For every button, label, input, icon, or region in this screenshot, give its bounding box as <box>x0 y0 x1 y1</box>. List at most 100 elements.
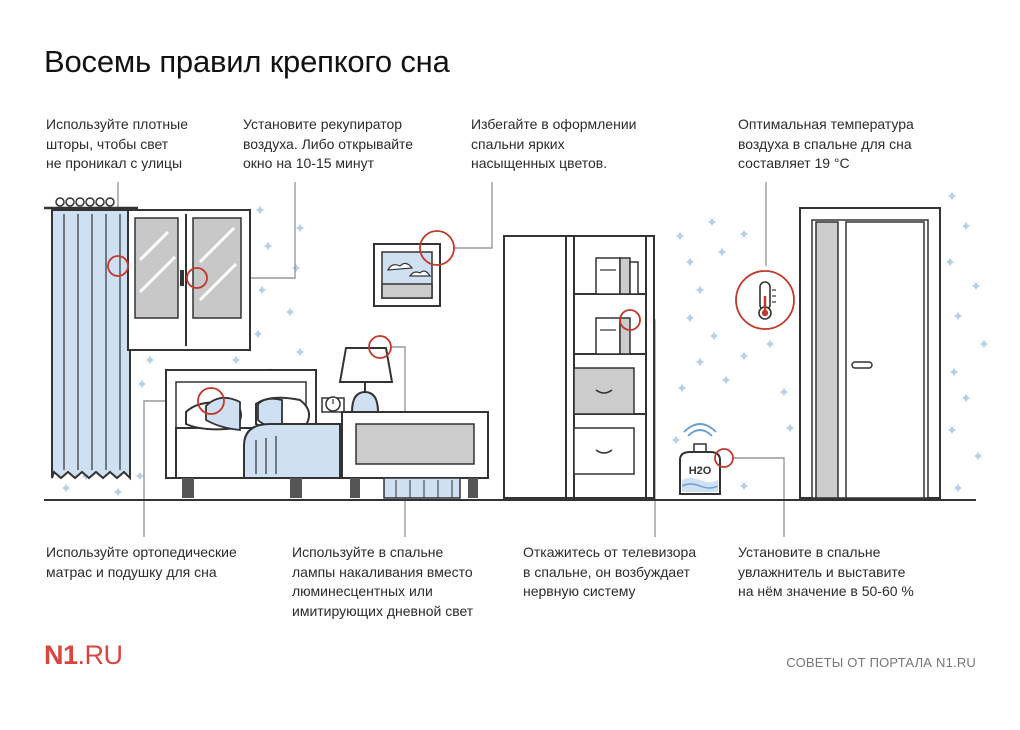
sparkle <box>953 483 963 493</box>
sparkle <box>695 357 705 367</box>
note-line: в спальне, он возбуждает <box>523 563 690 580</box>
logo-ru: .RU <box>77 640 124 670</box>
marker-pillow <box>197 387 225 415</box>
sparkle <box>231 355 241 365</box>
sparkle <box>145 355 155 365</box>
note-line: составляет 19 °С <box>738 155 850 171</box>
sparkle <box>295 347 305 357</box>
note-line: Используйте плотные <box>46 116 188 132</box>
sparkle <box>971 281 981 291</box>
dresser <box>341 411 489 499</box>
highlight-markers <box>107 230 795 468</box>
note-line: Откажитесь от телевизора <box>523 544 697 560</box>
sparkle <box>949 367 959 377</box>
table-lamp <box>338 347 394 413</box>
note-line: не проникал с улицы <box>46 155 183 171</box>
note-line: воздуха. Либо открывайте <box>243 135 414 152</box>
note-line: Установите в спальне <box>738 544 881 560</box>
leader-humidifier <box>733 457 785 537</box>
note-line: шторы, чтобы свет <box>46 135 169 152</box>
sparkle <box>285 307 295 317</box>
note-line: спальни ярких <box>471 135 565 152</box>
note-line: Оптимальная температура <box>738 116 914 132</box>
bed <box>165 369 341 498</box>
marker-lamp <box>368 335 392 359</box>
humidifier: H2O <box>679 423 721 495</box>
sparkle <box>695 285 705 295</box>
sparkle <box>135 471 145 481</box>
door <box>799 207 941 499</box>
note-line: люминесцентных или <box>292 583 433 599</box>
sparkle <box>137 379 147 389</box>
note-recuperator: Установите рекупиратор воздуха. Либо отк… <box>243 115 413 174</box>
sparkle <box>739 229 749 239</box>
sparkle <box>945 257 955 267</box>
leader-colors <box>454 182 493 249</box>
alarm-clock <box>321 396 345 413</box>
sparkle <box>947 425 957 435</box>
note-lamps: Используйте в спальне лампы накаливания … <box>292 543 473 621</box>
note-line: матрас и подушку для сна <box>46 563 217 580</box>
page-title: Восемь правил крепкого сна <box>44 44 450 79</box>
sparkle <box>779 387 789 397</box>
sparkle <box>785 423 795 433</box>
thermometer-icon <box>758 281 776 320</box>
note-tv: Откажитесь от телевизора в спальне, он в… <box>523 543 696 602</box>
marker-picture <box>419 230 455 266</box>
sparkle <box>717 247 727 257</box>
sparkle <box>961 393 971 403</box>
sparkle <box>979 339 989 349</box>
note-line: имитирующих дневной свет <box>292 602 474 619</box>
note-colors: Избегайте в оформлении спальни ярких нас… <box>471 115 636 174</box>
sparkle <box>953 311 963 321</box>
note-line: Установите рекупиратор <box>243 116 403 132</box>
sparkle <box>739 481 749 491</box>
note-mattress: Используйте ортопедические матрас и поду… <box>46 543 237 582</box>
marker-humidifier <box>714 448 734 468</box>
sparkle <box>685 313 695 323</box>
logo-n1: N1 <box>44 640 78 670</box>
note-line: Используйте ортопедические <box>46 544 237 560</box>
sparkle <box>675 231 685 241</box>
sparkle <box>61 483 71 493</box>
sparkle <box>113 487 123 497</box>
curtain <box>44 197 138 481</box>
sparkle <box>255 205 265 215</box>
sparkle <box>253 329 263 339</box>
sparkle <box>709 331 719 341</box>
note-line: насыщенных цветов. <box>471 155 608 171</box>
note-line: на нём значение в 50-60 % <box>738 583 914 599</box>
note-line: нервную систему <box>523 583 636 599</box>
note-line: лампы накаливания вместо <box>292 563 473 580</box>
brand-logo: N1.RU <box>44 640 123 671</box>
picture-frame <box>373 243 441 307</box>
wardrobe <box>503 235 655 499</box>
note-line: Используйте в спальне <box>292 544 444 560</box>
sparkle <box>263 241 273 251</box>
sparkle <box>671 435 681 445</box>
sparkle <box>685 257 695 267</box>
window <box>127 209 251 351</box>
note-line: Избегайте в оформлении <box>471 116 637 132</box>
note-humidifier: Установите в спальне увлажнитель и выста… <box>738 543 914 602</box>
sparkle <box>739 351 749 361</box>
sparkle <box>947 191 957 201</box>
sparkle <box>291 263 301 273</box>
sparkle <box>707 217 717 227</box>
sparkle <box>973 451 983 461</box>
note-curtains: Используйте плотные шторы, чтобы свет не… <box>46 115 188 174</box>
marker-thermometer <box>735 270 795 330</box>
humidifier-label: H2O <box>689 465 712 477</box>
marker-curtains <box>107 255 129 277</box>
note-line: воздуха в спальне для сна <box>738 135 912 152</box>
sparkle <box>677 383 687 393</box>
sparkle <box>961 221 971 231</box>
sparkle <box>257 285 267 295</box>
footer-credit: СОВЕТЫ ОТ ПОРТАЛА N1.RU <box>786 655 976 670</box>
note-line: окно на 10-15 минут <box>243 155 375 171</box>
sparkle <box>295 223 305 233</box>
note-line: увлажнитель и выставите <box>738 563 906 580</box>
sparkle <box>765 339 775 349</box>
